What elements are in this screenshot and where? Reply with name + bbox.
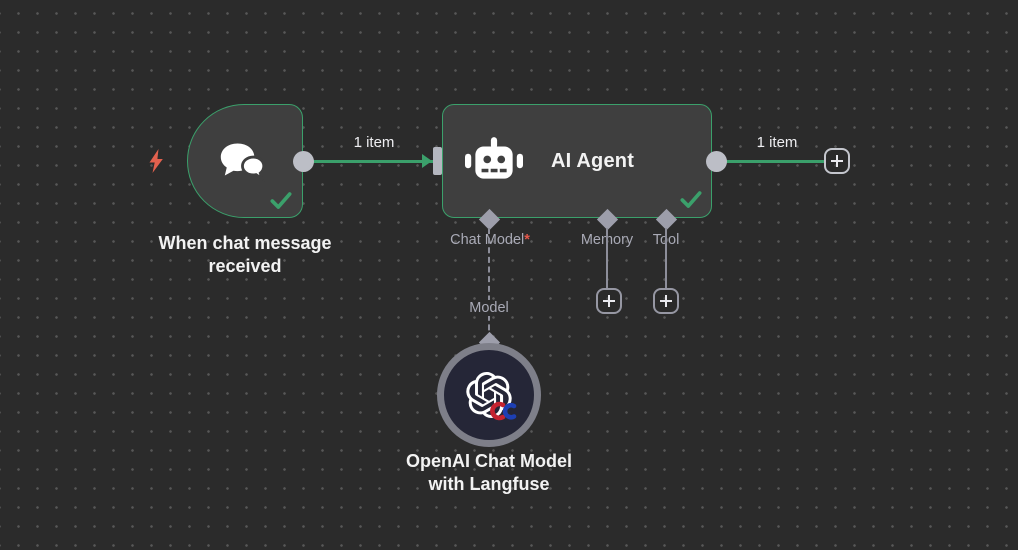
edge-arrowhead-icon [422, 153, 432, 168]
trigger-output-endpoint[interactable] [293, 151, 314, 172]
chat-model-port-label: Chat Model* [420, 232, 560, 248]
edge-chat-model[interactable] [488, 228, 490, 340]
memory-stub-line [606, 228, 608, 289]
edge-agent-output[interactable] [716, 160, 824, 163]
agent-input-port[interactable] [433, 147, 442, 175]
trigger-node-label: When chat message received [158, 233, 332, 276]
model-endpoint-text: Model [465, 300, 513, 316]
add-memory-button[interactable] [596, 288, 622, 314]
node-ai-agent[interactable]: AI Agent [442, 104, 712, 218]
check-icon [270, 192, 292, 209]
check-icon [680, 191, 702, 208]
required-asterisk: * [524, 232, 530, 248]
agent-output-endpoint[interactable] [706, 151, 727, 172]
openai-logo-icon [466, 372, 517, 421]
node-openai-chat-model[interactable] [437, 343, 541, 447]
agent-node-title: AI Agent [551, 149, 635, 172]
edge-trigger-to-agent[interactable] [303, 160, 433, 163]
node-chat-trigger[interactable] [187, 104, 303, 218]
lightning-bolt-icon [149, 149, 163, 173]
model-endpoint-label: Model [444, 300, 534, 316]
robot-icon [465, 137, 523, 179]
edge-items-label: 1 item [353, 134, 395, 151]
edge-items-label: 1 item [756, 134, 798, 151]
chat-bubbles-icon [220, 143, 266, 183]
red-blue-chevrons-icon [490, 401, 517, 421]
add-tool-button[interactable] [653, 288, 679, 314]
model-node-label: OpenAI Chat Model with Langfuse [406, 451, 572, 494]
tool-stub-line [664, 228, 667, 289]
add-node-button[interactable] [824, 148, 850, 174]
chat-model-port-text: Chat Model [450, 232, 525, 248]
